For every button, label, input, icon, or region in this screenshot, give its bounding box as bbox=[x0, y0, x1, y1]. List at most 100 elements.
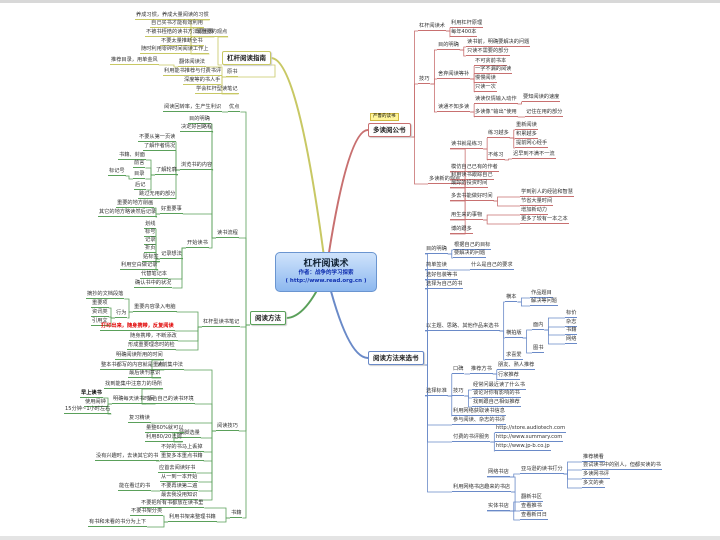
topic-node[interactable]: 利用网络获取读书信息 bbox=[452, 408, 506, 416]
topic-node[interactable]: 练习越多 bbox=[487, 130, 510, 138]
topic-node[interactable]: 横拍版 bbox=[505, 330, 523, 338]
topic-node[interactable]: 不可贪前书本 bbox=[474, 58, 508, 66]
topic-node[interactable]: 从一到一本开始 bbox=[160, 474, 199, 482]
topic-node[interactable]: http://www.jp-b.co.jp bbox=[495, 443, 551, 451]
topic-node[interactable]: 口碑 bbox=[452, 366, 465, 374]
topic-node[interactable]: 15分钟~1小时左右 bbox=[64, 406, 112, 414]
topic-node[interactable]: 阅读技巧 bbox=[216, 423, 239, 431]
topic-node[interactable]: 最后读刊意识 bbox=[128, 370, 162, 378]
topic-node[interactable]: 图书 bbox=[532, 345, 545, 353]
topic-node[interactable]: 更多了较有一本之本 bbox=[520, 216, 569, 224]
topic-node[interactable]: 读读仅情输入动作 bbox=[474, 96, 518, 104]
topic-node[interactable]: 自己买书才能有效利用 bbox=[150, 20, 204, 28]
topic-node[interactable]: 优点 bbox=[228, 104, 241, 112]
topic-node[interactable]: 多读新的观点 bbox=[428, 176, 462, 184]
topic-node[interactable]: 利用空白做记录 bbox=[120, 262, 159, 270]
topic-node[interactable]: 横本 bbox=[505, 294, 518, 302]
topic-node[interactable]: 不要把所有书都放在读书里 bbox=[140, 500, 205, 508]
topic-node[interactable]: 标价 bbox=[565, 310, 578, 318]
topic-node[interactable]: 学会杠杆型读笔记 bbox=[195, 86, 239, 94]
topic-node[interactable]: 作品题目 bbox=[530, 290, 553, 298]
topic-node[interactable]: 阅读回转率，生产生利识 bbox=[163, 104, 223, 112]
topic-node[interactable]: 多去书能做好时间 bbox=[450, 193, 494, 201]
topic-node[interactable]: 积累越多 bbox=[515, 131, 538, 139]
topic-node[interactable]: 行为 bbox=[115, 310, 128, 318]
topic-node[interactable]: 杠杆型读书笔记 bbox=[202, 319, 241, 327]
topic-node[interactable]: 付费的书评服务 bbox=[452, 434, 491, 442]
topic-node[interactable]: 读通不知多读 bbox=[437, 104, 471, 112]
topic-node[interactable]: 技巧 bbox=[452, 388, 465, 396]
main-topic[interactable]: 阅读方法 bbox=[250, 311, 286, 325]
topic-node[interactable]: 一字不漏的阅读 bbox=[474, 66, 513, 74]
topic-node[interactable]: 标号 bbox=[144, 229, 157, 237]
topic-node[interactable]: 书籍 bbox=[565, 327, 578, 335]
topic-node[interactable]: 不好的书马上丢掉 bbox=[160, 444, 204, 452]
topic-node[interactable]: 实体书店 bbox=[487, 503, 510, 511]
topic-node[interactable]: http://www.summary.com bbox=[495, 434, 564, 442]
topic-node[interactable]: 早上读书 bbox=[80, 390, 103, 398]
topic-node[interactable]: 随时利用零碎时间阅读工作上 bbox=[140, 46, 210, 54]
topic-node[interactable]: 确认书中的状况 bbox=[134, 280, 173, 288]
topic-node[interactable]: 了解轮廓 bbox=[155, 167, 178, 175]
topic-node[interactable]: 目录 bbox=[133, 171, 146, 179]
topic-node[interactable]: 深度等的书人手 bbox=[183, 77, 222, 85]
topic-node[interactable]: 选好包装等书 bbox=[425, 272, 459, 280]
main-topic[interactable]: 杠杆阅读指南 bbox=[222, 51, 271, 65]
topic-node[interactable]: 推荐目录，用单金风 bbox=[110, 57, 159, 65]
topic-node[interactable]: 翻体阅读法 bbox=[178, 59, 206, 67]
topic-node[interactable]: 后记 bbox=[134, 182, 147, 190]
topic-node[interactable]: 提前网心经手 bbox=[515, 140, 549, 148]
topic-node[interactable]: 开始读书 bbox=[186, 240, 209, 248]
topic-node[interactable]: 重要内容录入电脑 bbox=[133, 304, 177, 312]
topic-node[interactable]: 适合自己的读书环境 bbox=[146, 396, 195, 404]
topic-node[interactable]: 翻新书区 bbox=[520, 494, 543, 502]
topic-node[interactable]: 根据自己的目标 bbox=[453, 242, 492, 250]
topic-node[interactable]: 利用80/20法则 bbox=[145, 434, 183, 442]
topic-node[interactable]: 利用书架来整理书籍 bbox=[168, 514, 217, 522]
topic-node[interactable]: 求喜爱 bbox=[505, 352, 523, 360]
topic-node[interactable]: http://store.audiotech.com bbox=[495, 425, 567, 433]
topic-node[interactable]: 标记号 bbox=[108, 168, 126, 176]
main-topic[interactable]: 多读阅公书 bbox=[368, 123, 411, 137]
topic-node[interactable]: 贴标签 bbox=[142, 254, 160, 262]
topic-node[interactable]: 迟早到不满不一流 bbox=[512, 151, 556, 159]
topic-node[interactable]: 要解决的问题 bbox=[453, 250, 487, 258]
topic-node[interactable]: 选择为自己的书 bbox=[425, 281, 464, 289]
main-topic[interactable]: 阅读方法来选书 bbox=[368, 351, 424, 365]
topic-node[interactable]: 代替笔记本 bbox=[140, 271, 168, 279]
topic-node[interactable]: 多读像“输出”使用 bbox=[474, 109, 518, 117]
topic-node[interactable]: 推荐方书 bbox=[470, 366, 493, 374]
topic-node[interactable]: 折页 bbox=[144, 245, 157, 253]
topic-node[interactable]: 杠杆阅读术 bbox=[418, 23, 446, 31]
topic-node[interactable]: 节省大量时间 bbox=[520, 198, 554, 206]
topic-node[interactable]: 目的明确 bbox=[188, 116, 211, 124]
topic-node[interactable]: 书籍 bbox=[230, 510, 243, 518]
topic-node[interactable]: 简单签读 bbox=[425, 262, 448, 270]
topic-node[interactable]: 其它的地方略读然后记录 bbox=[98, 209, 158, 217]
topic-node[interactable]: 用生来的事物 bbox=[450, 212, 484, 220]
topic-node[interactable]: 读前集中法 bbox=[156, 362, 184, 370]
topic-node[interactable]: 要知阅读的速度 bbox=[522, 94, 561, 102]
topic-node[interactable]: 找到跟自己相似推荐 bbox=[472, 399, 521, 407]
topic-node[interactable]: 记录 bbox=[144, 237, 157, 245]
topic-node[interactable]: 使用闹钟 bbox=[84, 399, 107, 407]
central-topic[interactable]: 杠杆阅读术 作者：战争的学习探索 ( http://www.read.org.c… bbox=[275, 252, 377, 292]
topic-node[interactable]: 行家推荐 bbox=[497, 372, 520, 380]
topic-node[interactable]: 没有兴趣时，去读其它的书 bbox=[95, 453, 160, 461]
topic-node[interactable]: 有书和未看的书分为上下 bbox=[88, 519, 148, 527]
topic-node[interactable]: 以主题、思路、其他作品来选书 bbox=[425, 323, 500, 331]
topic-node[interactable]: 选择标准 bbox=[425, 388, 448, 396]
topic-node[interactable]: 最去我没用知识 bbox=[160, 492, 199, 500]
topic-node[interactable]: 养成习惯，养成大量阅读的习惯 bbox=[135, 12, 210, 20]
topic-node[interactable]: 目的明确 bbox=[425, 246, 448, 254]
topic-node[interactable]: 重要项 bbox=[91, 300, 109, 308]
topic-node[interactable]: 了解作者情况 bbox=[143, 143, 177, 151]
topic-node[interactable]: 不要书架分类 bbox=[130, 508, 164, 516]
topic-node[interactable]: 慢慢阅读 bbox=[474, 75, 497, 83]
topic-node[interactable]: 利用能书推荐与付费书评 bbox=[163, 68, 223, 76]
topic-node[interactable]: 每年400本 bbox=[450, 29, 478, 37]
topic-node[interactable]: 杂志 bbox=[565, 319, 578, 327]
topic-node[interactable]: 明确阅读所用的时间 bbox=[115, 352, 164, 360]
topic-node[interactable]: 朋友、熟人推荐 bbox=[497, 362, 536, 370]
topic-node[interactable]: 学到别人的经验和智慧 bbox=[520, 189, 574, 197]
